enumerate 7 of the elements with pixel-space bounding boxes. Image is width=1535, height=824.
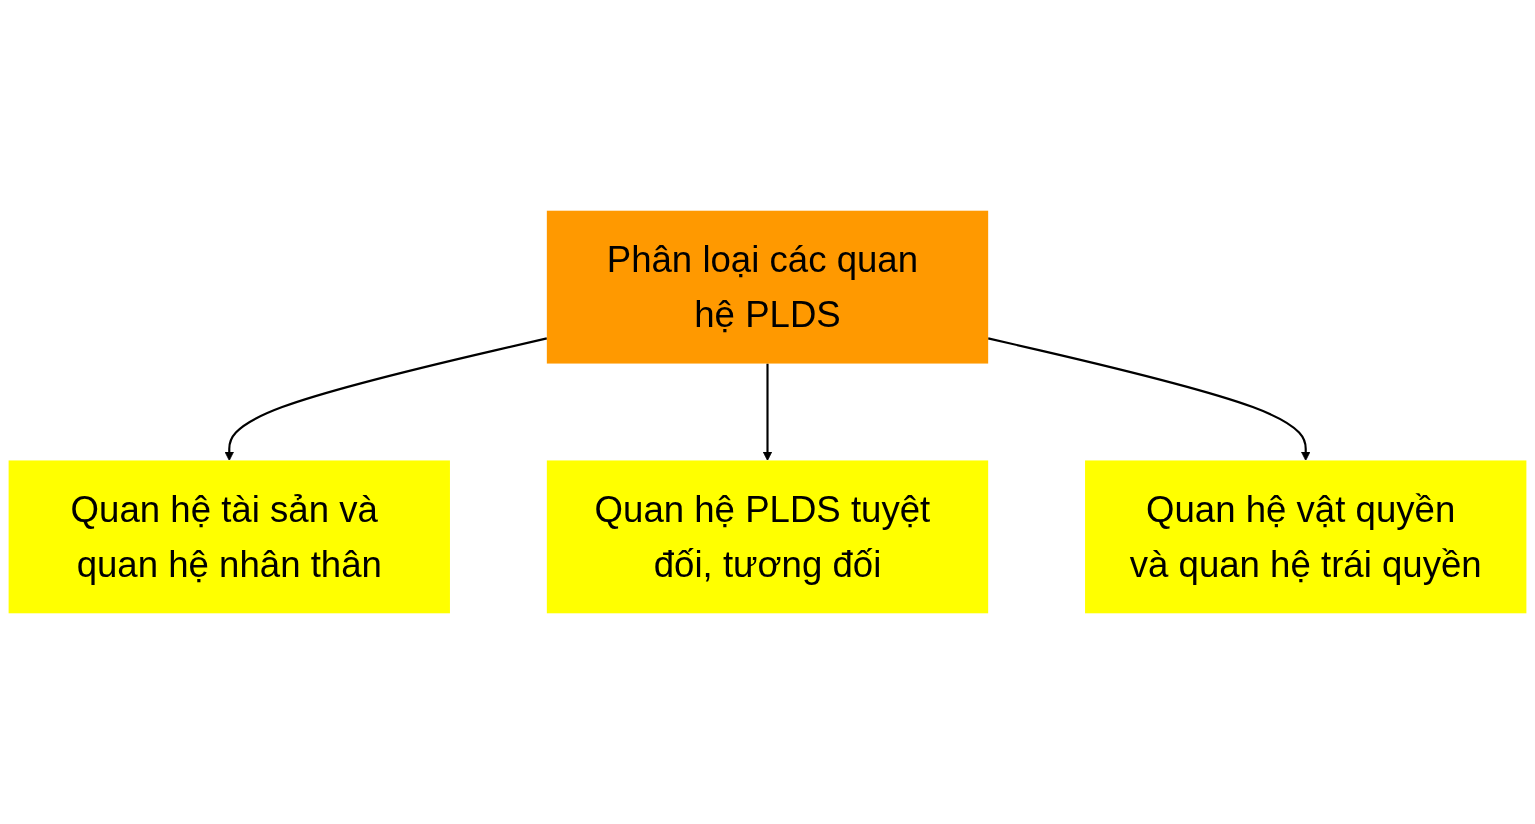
arrow	[987, 337, 1311, 461]
arrow	[762, 363, 773, 461]
node-box: Quan hệ vật quyền và quan hệ trái quyền	[1085, 460, 1527, 614]
node-box: Quan hệ PLDS tuyệt đối, tương đối	[546, 460, 989, 614]
node-box: Phân loại các quan hệ PLDS	[546, 210, 989, 364]
arrow	[224, 337, 548, 461]
node-box: Quan hệ tài sản và quan hệ nhân thân	[8, 460, 450, 614]
